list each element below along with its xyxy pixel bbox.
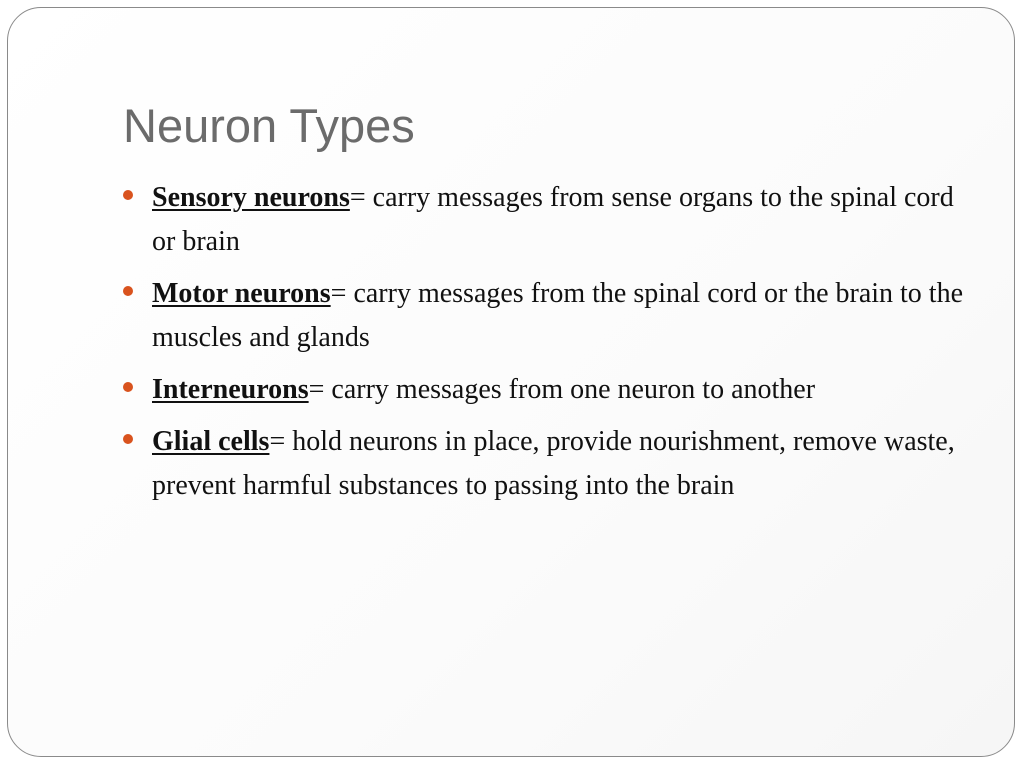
bullet-text: carry messages from the spinal cord or t… [152,278,964,353]
bullet-item: Glial cells= hold neurons in place, prov… [123,420,973,508]
bullet-separator: = [349,182,366,213]
bullet-dot-icon [123,382,133,392]
slide-title: Neuron Types [123,99,415,152]
bullet-separator: = [269,426,286,457]
slide: Neuron Types Sensory neurons= carry mess… [7,7,1015,757]
bullet-item: Motor neurons= carry messages from the s… [123,272,973,360]
bullet-item: Interneurons= carry messages from one ne… [123,368,973,412]
bullet-text: carry messages from one neuron to anothe… [324,374,816,405]
bullet-term: Sensory neurons [152,182,350,213]
bullet-term: Glial cells [152,426,270,457]
bullet-separator: = [330,278,347,309]
bullet-dot-icon [123,190,133,200]
bullet-dot-icon [123,286,133,296]
bullet-term: Motor neurons [152,278,331,309]
bullet-item: Sensory neurons= carry messages from sen… [123,176,973,264]
bullet-text: carry messages from sense organs to the … [152,182,954,257]
bullet-separator: = [308,374,325,405]
bullet-text: hold neurons in place, provide nourishme… [152,426,955,501]
bullet-dot-icon [123,434,133,444]
bullet-term: Interneurons [152,374,309,405]
bullet-list: Sensory neurons= carry messages from sen… [123,176,973,516]
